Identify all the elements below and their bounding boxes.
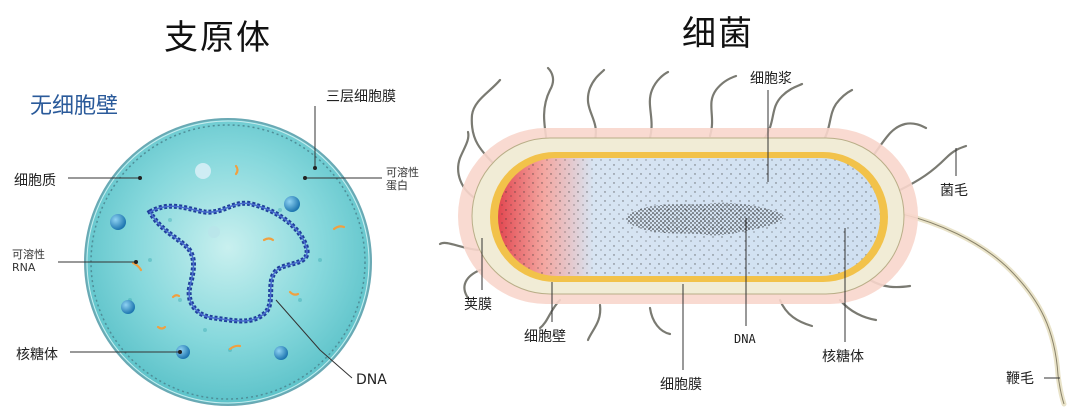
bac-dna-label: DNA (734, 332, 756, 346)
soluble-protein-label: 可溶性 蛋白 (386, 166, 419, 192)
no-cell-wall-label: 无细胞壁 (30, 94, 119, 119)
ribosome (110, 214, 126, 230)
ribosome (284, 196, 300, 212)
three-layer-membrane-label: 三层细胞膜 (326, 89, 396, 105)
mycoplasma-cell (58, 106, 382, 406)
pili (438, 66, 968, 342)
bacteria-title: 细菌 (682, 14, 754, 54)
soluble-rna-label: 可溶性 RNA (12, 248, 45, 274)
mycoplasma-title: 支原体 (164, 18, 272, 58)
ribosome (176, 345, 190, 359)
dna-label: DNA (356, 372, 387, 388)
dna-strand (146, 200, 310, 324)
flagellum-outline (901, 213, 1065, 405)
cell-membrane-label: 细胞膜 (660, 377, 702, 393)
bac-cytoplasm-label: 细胞浆 (750, 71, 792, 87)
bacterium-cell (438, 66, 1067, 407)
flagellum-label: 鞭毛 (1006, 371, 1034, 387)
bac-leader-lines (481, 90, 1060, 379)
capsule-label: 荚膜 (464, 297, 492, 313)
soluble-rna-line2: RNA (12, 261, 36, 274)
ribosome-label: 核糖体 (16, 347, 58, 363)
bac-ribosome-label: 核糖体 (822, 349, 864, 365)
cell-wall-label: 细胞壁 (524, 329, 566, 345)
cytoplasm-label: 细胞质 (14, 173, 56, 189)
soluble-rna-line1: 可溶性 (12, 248, 45, 261)
ribosome (121, 300, 135, 314)
pili-label: 菌毛 (940, 183, 968, 199)
rna-strands (131, 164, 346, 351)
vesicle (208, 226, 220, 238)
soluble-protein-line1: 可溶性 (386, 166, 419, 179)
leader-lines (58, 106, 382, 379)
vesicle (195, 163, 211, 179)
ribosome (274, 346, 288, 360)
nucleoid-dna (626, 202, 784, 236)
soluble-protein-line2: 蛋白 (386, 179, 408, 192)
